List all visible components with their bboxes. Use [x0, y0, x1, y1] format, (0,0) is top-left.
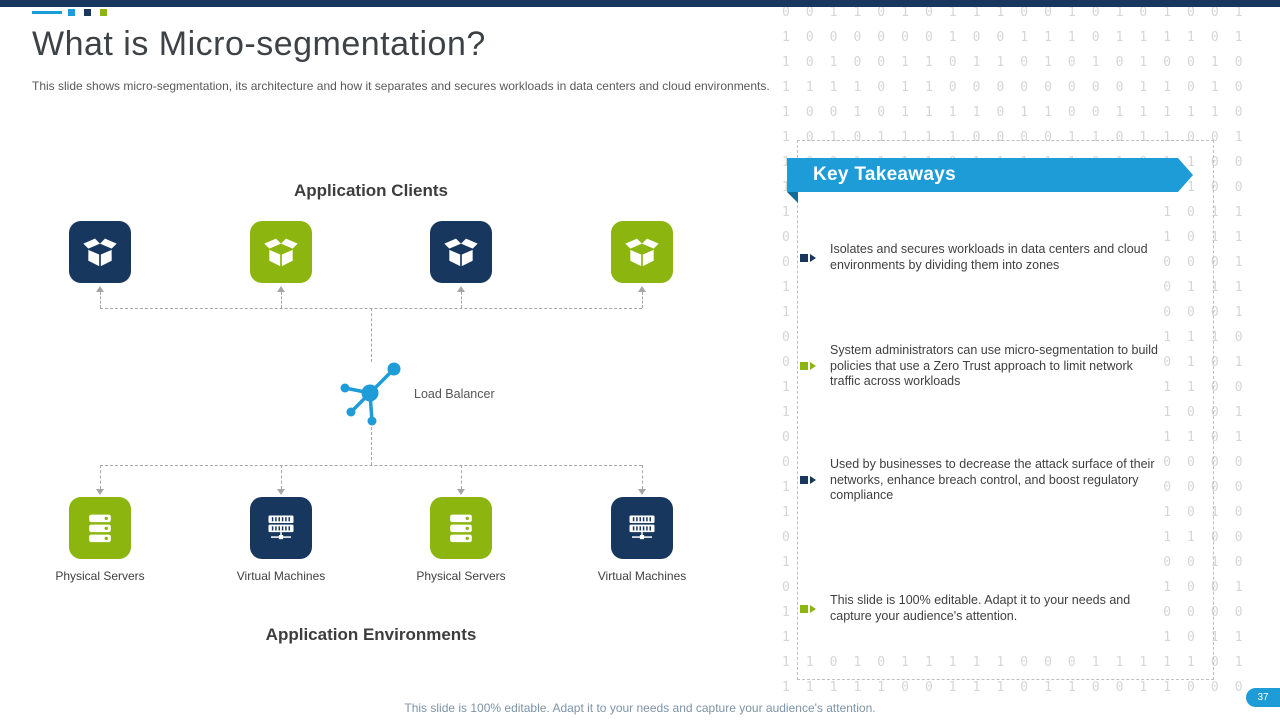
takeaways-banner: Key Takeaways: [787, 158, 1178, 192]
connector-line: [100, 292, 101, 308]
arrow-up-icon: [96, 286, 104, 292]
arrow-down-icon: [96, 489, 104, 495]
takeaway-text: Used by businesses to decrease the attac…: [830, 457, 1155, 502]
accent-line: [32, 11, 62, 14]
open-box-icon: [264, 238, 298, 267]
bullet-arrow-icon: [800, 476, 816, 485]
takeaway-item: System administrators can use micro-segm…: [800, 343, 1172, 390]
connector-line: [461, 465, 462, 489]
server-tile: [430, 497, 492, 559]
server-label: Virtual Machines: [597, 569, 687, 583]
open-box-icon: [625, 238, 659, 267]
page-number-badge: 37: [1246, 688, 1280, 707]
physical-server-icon: [89, 514, 111, 543]
server-tile: [250, 497, 312, 559]
arrow-down-icon: [638, 489, 646, 495]
connector-line: [371, 308, 372, 362]
page-subtitle: This slide shows micro-segmentation, its…: [32, 79, 770, 93]
client-tile: [69, 221, 131, 283]
banner-arrow-icon: [1178, 158, 1193, 192]
connector-line: [281, 292, 282, 308]
physical-server-icon: [450, 514, 472, 543]
client-tile: [611, 221, 673, 283]
server-tile: [69, 497, 131, 559]
client-tile: [430, 221, 492, 283]
server-label: Physical Servers: [55, 569, 145, 583]
takeaways-heading: Key Takeaways: [813, 164, 956, 185]
connector-line: [461, 292, 462, 308]
connector-line: [281, 465, 282, 489]
open-box-icon: [83, 238, 117, 267]
connector-line: [642, 465, 643, 489]
connector-line: [100, 465, 101, 489]
environments-heading: Application Environments: [265, 625, 477, 644]
client-tile: [250, 221, 312, 283]
takeaway-text: Isolates and secures workloads in data c…: [830, 242, 1148, 272]
arrow-up-icon: [277, 286, 285, 292]
takeaway-item: Isolates and secures workloads in data c…: [800, 242, 1172, 273]
virtual-machine-icon: [629, 515, 655, 540]
open-box-icon: [444, 238, 478, 267]
connector-line: [371, 427, 372, 465]
takeaway-item: This slide is 100% editable. Adapt it to…: [800, 593, 1172, 624]
accent-square-navy: [84, 9, 91, 16]
takeaways-background: [798, 193, 1158, 655]
accent-square-cyan: [68, 9, 75, 16]
page-title: What is Micro-segmentation?: [32, 25, 486, 63]
footer-note: This slide is 100% editable. Adapt it to…: [404, 701, 876, 715]
clients-heading: Application Clients: [294, 181, 448, 200]
takeaways-dashed-box: [797, 140, 1214, 680]
load-balancer-label: Load Balancer: [414, 387, 495, 401]
bullet-arrow-icon: [800, 362, 816, 371]
arrow-down-icon: [457, 489, 465, 495]
arrow-up-icon: [638, 286, 646, 292]
takeaway-item: Used by businesses to decrease the attac…: [800, 457, 1172, 504]
arrow-up-icon: [457, 286, 465, 292]
takeaway-text: This slide is 100% editable. Adapt it to…: [830, 593, 1131, 623]
bullet-arrow-icon: [800, 253, 816, 262]
banner-fold: [787, 192, 798, 203]
top-accent-bar: [0, 0, 1280, 7]
connector-line: [642, 292, 643, 308]
takeaway-text: System administrators can use micro-segm…: [830, 343, 1158, 388]
bullet-arrow-icon: [800, 604, 816, 613]
server-label: Physical Servers: [416, 569, 506, 583]
server-tile: [611, 497, 673, 559]
load-balancer-icon: [340, 362, 401, 426]
connector-line: [100, 465, 642, 466]
arrow-down-icon: [277, 489, 285, 495]
accent-square-green: [100, 9, 107, 16]
virtual-machine-icon: [268, 515, 294, 540]
server-label: Virtual Machines: [236, 569, 326, 583]
